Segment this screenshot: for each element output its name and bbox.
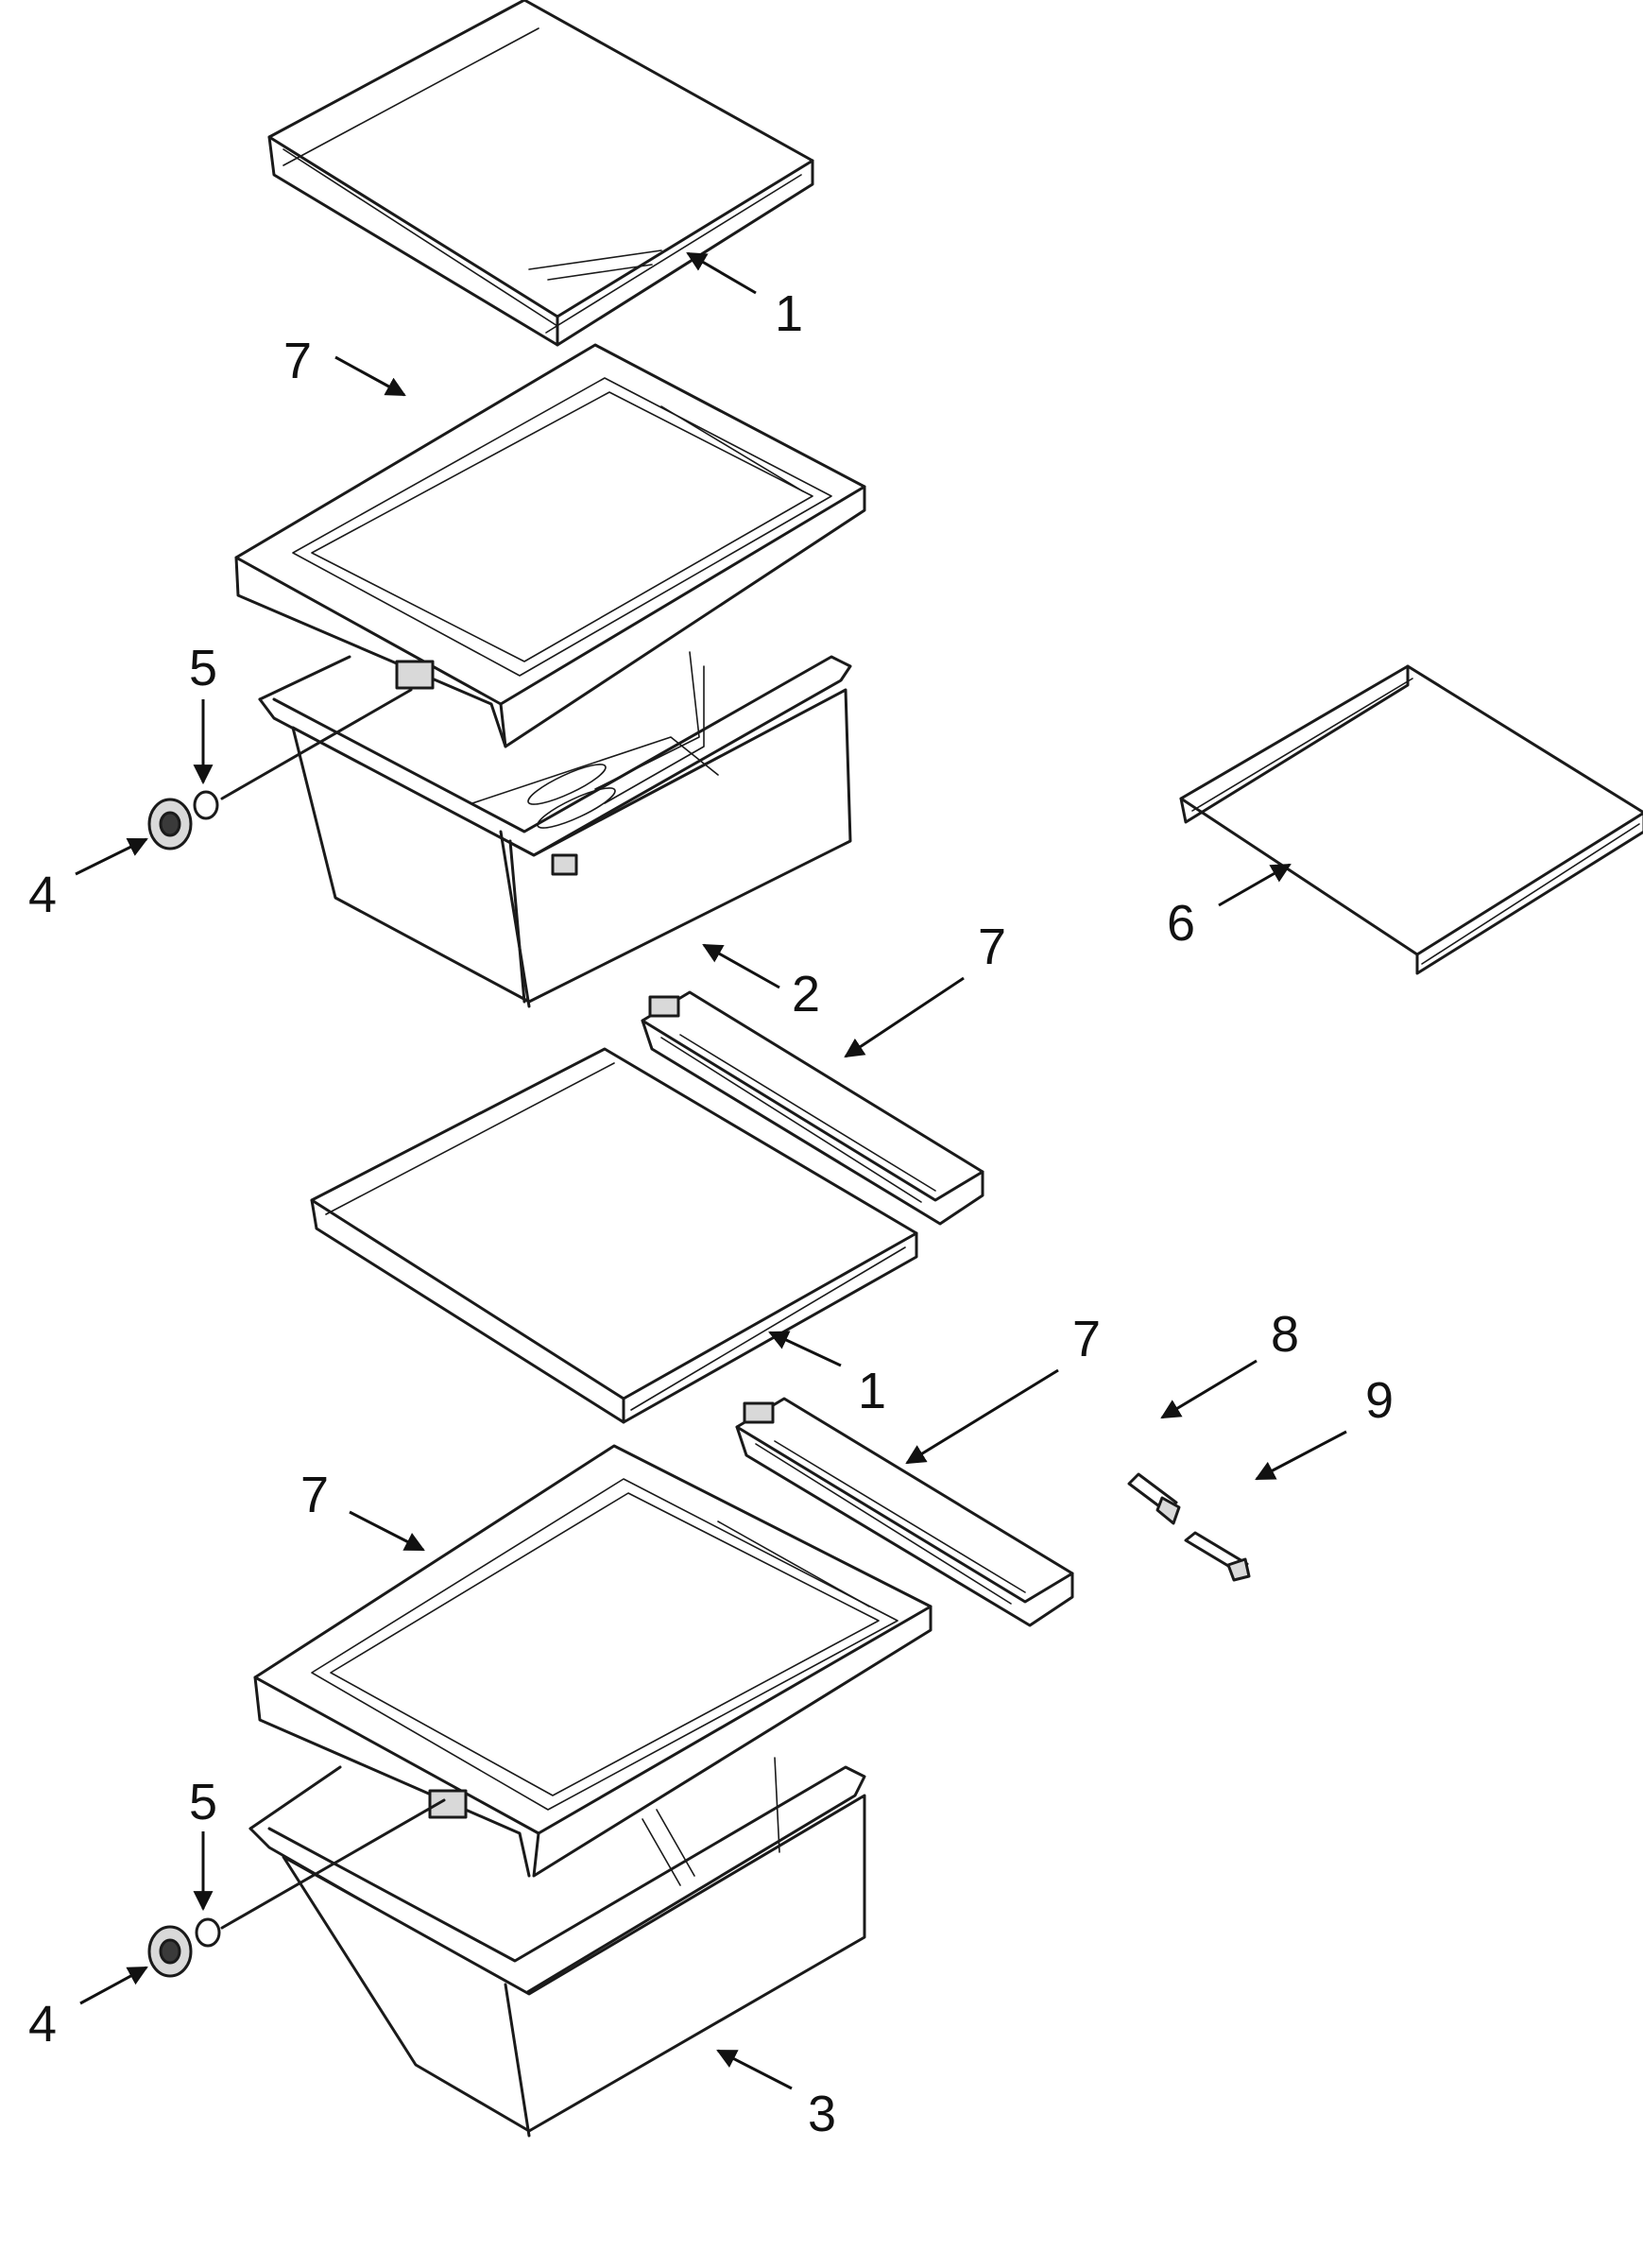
callout-6: 6 xyxy=(1167,895,1195,952)
slide-rail-upper xyxy=(641,990,984,1226)
callout-7-upper-rail: 7 xyxy=(978,919,1006,975)
glass-shelf-top xyxy=(267,0,814,347)
callout-1-middle: 1 xyxy=(858,1363,886,1419)
callout-3: 3 xyxy=(808,2086,836,2142)
callout-labels: 1 7 5 4 2 6 7 1 7 8 9 7 5 4 3 xyxy=(28,285,1394,2142)
glass-shelf-middle xyxy=(310,1047,918,1424)
leader-lines xyxy=(75,251,1347,2090)
roller-wheel-upper xyxy=(147,688,413,850)
callout-7-lower-cover: 7 xyxy=(300,1467,329,1523)
clip-part-8 xyxy=(1127,1472,1181,1525)
clip-part-9 xyxy=(1184,1531,1251,1582)
crisper-cover-upper xyxy=(234,343,866,748)
callout-2: 2 xyxy=(792,966,820,1022)
slide-rail-lower xyxy=(735,1397,1074,1627)
callout-7-upper-cover: 7 xyxy=(283,333,312,389)
callout-4-lower: 4 xyxy=(28,1996,57,2053)
callout-5-upper: 5 xyxy=(189,640,217,696)
callout-4-upper: 4 xyxy=(28,867,57,923)
glass-shelf-side xyxy=(1179,664,1643,975)
crisper-drawer-lower xyxy=(248,1757,866,2138)
callout-1-top: 1 xyxy=(775,285,803,342)
callout-5-lower: 5 xyxy=(189,1774,217,1830)
crisper-cover-lower xyxy=(253,1444,933,1878)
callout-7-lower-rail: 7 xyxy=(1072,1311,1101,1367)
crisper-drawer-upper xyxy=(258,651,852,1008)
callout-8: 8 xyxy=(1271,1306,1299,1363)
roller-wheel-lower xyxy=(147,1798,446,1978)
callout-9: 9 xyxy=(1365,1372,1394,1429)
